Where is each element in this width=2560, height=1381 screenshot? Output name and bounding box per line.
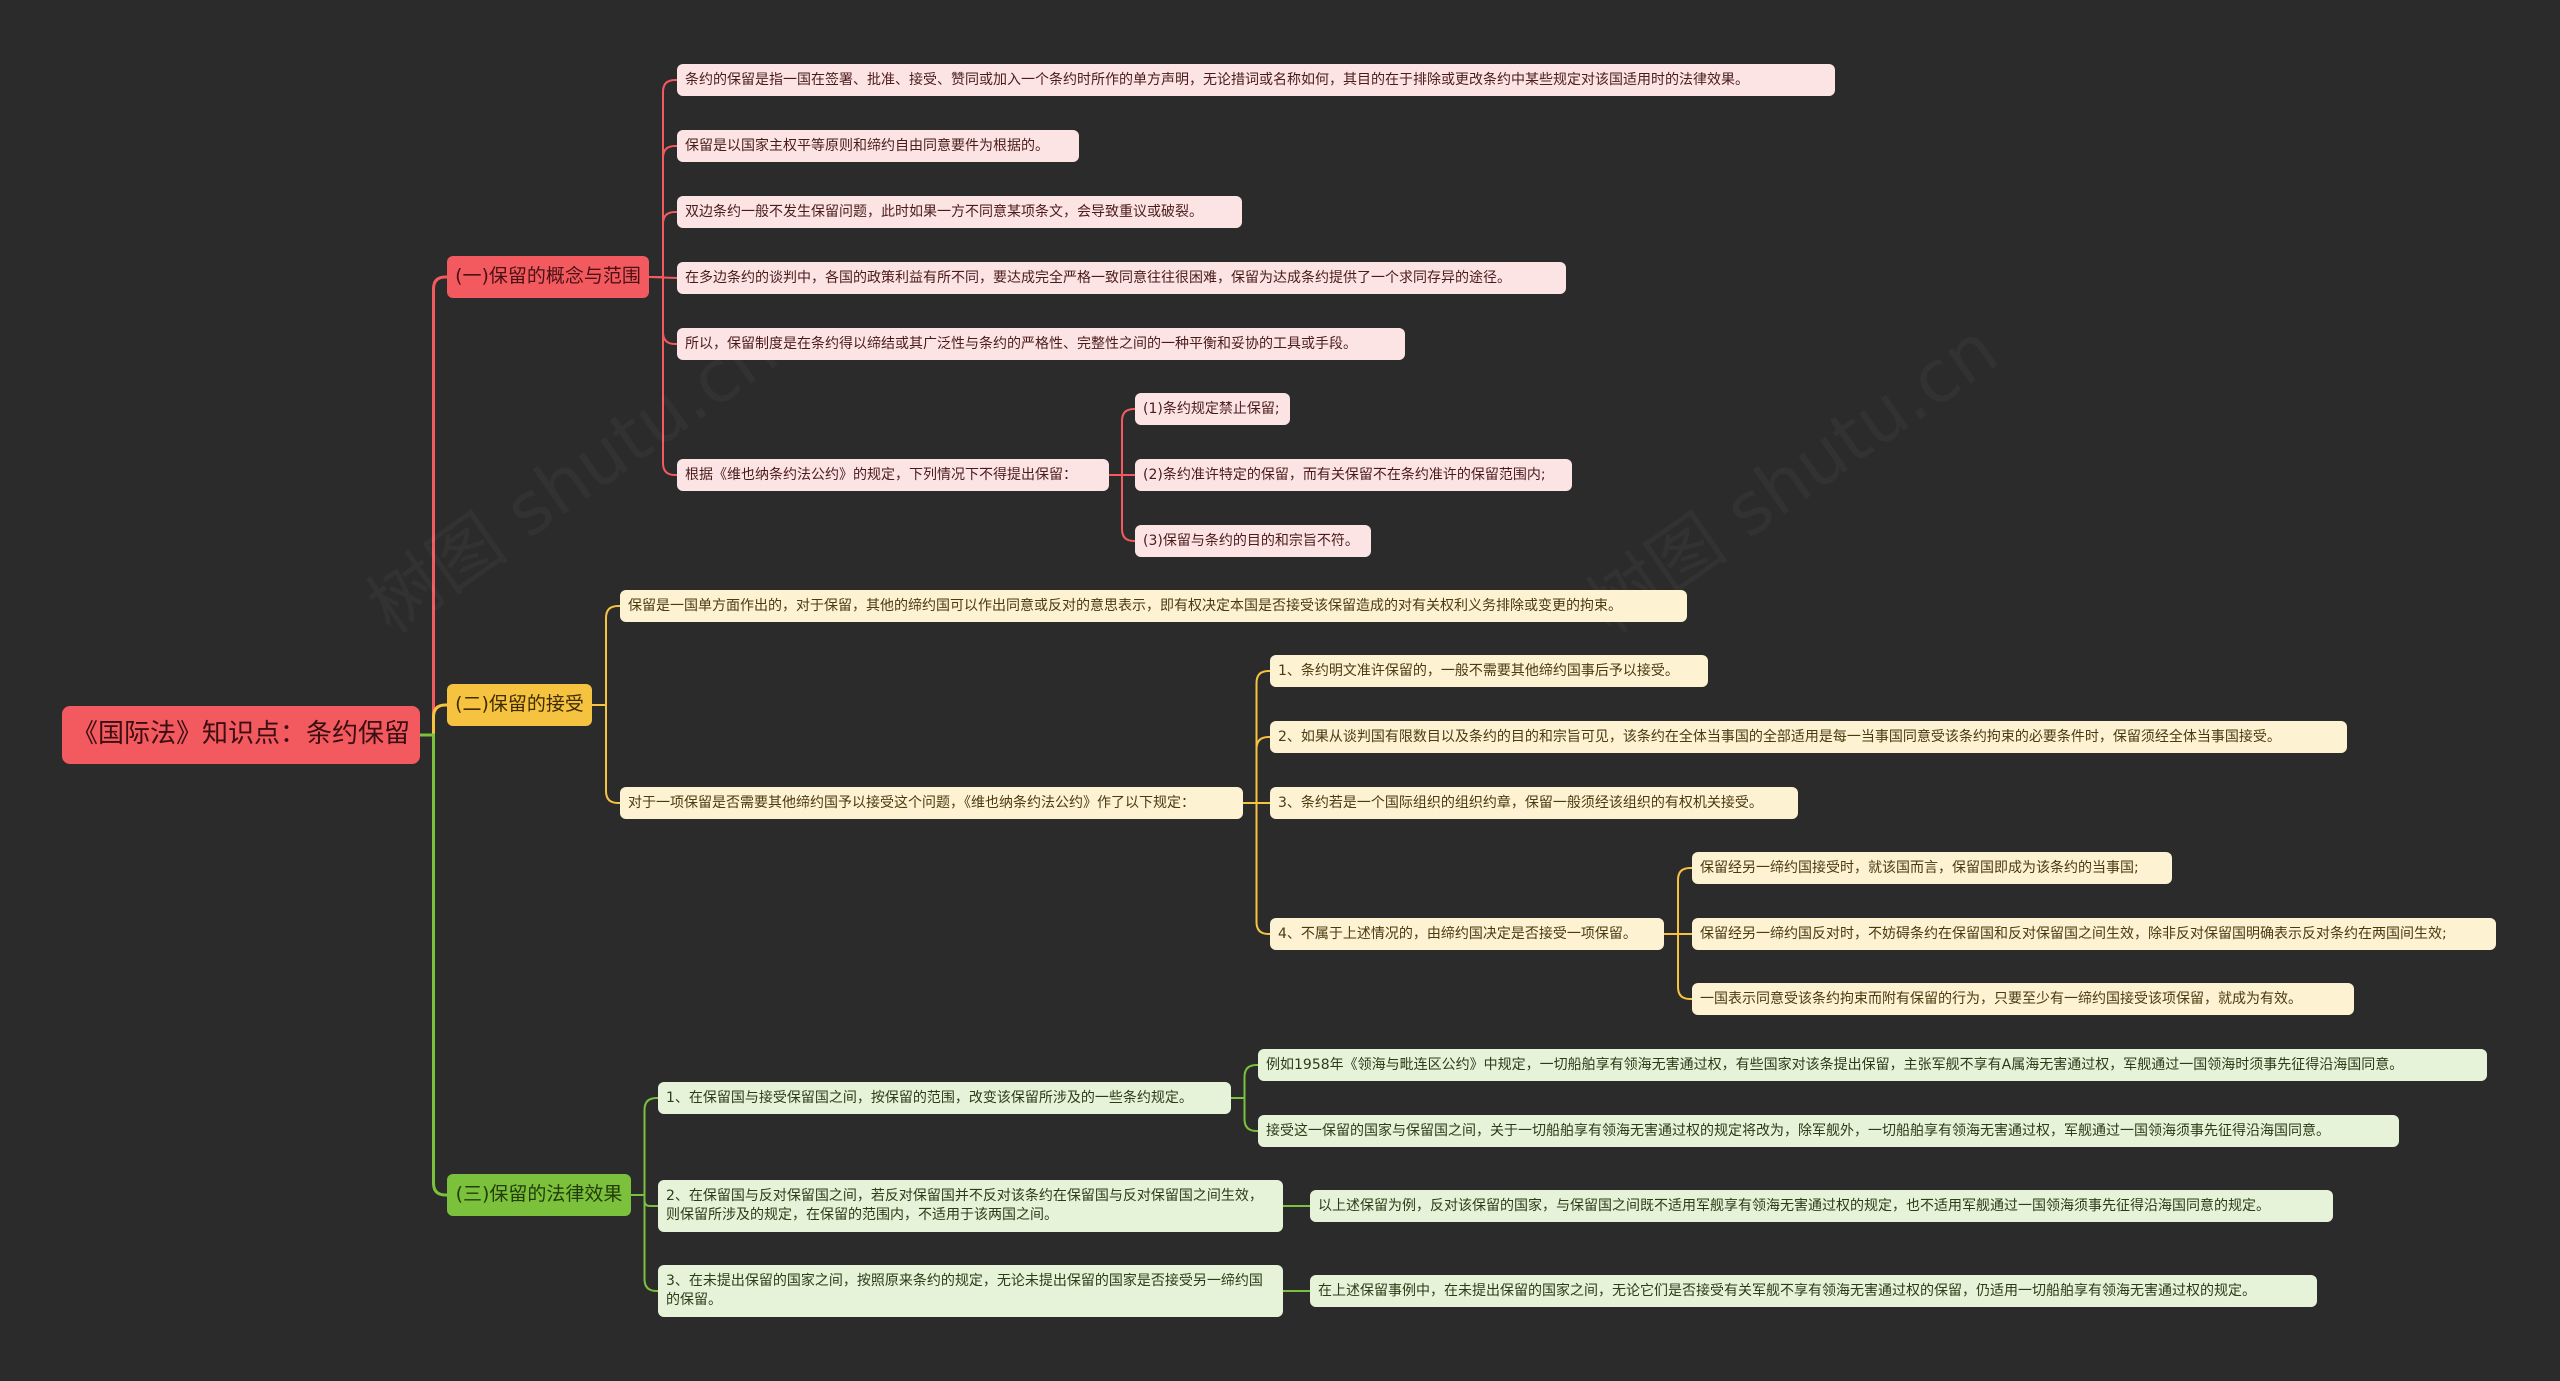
connector-line [1664,933,1692,1000]
leaf-example-non-reserving[interactable]: 在上述保留事例中，在未提出保留的国家之间，无论它们是否接受有关军舰不享有领海无害… [1310,1275,2317,1307]
connector-line [1109,474,1135,542]
connector-line [1231,1064,1258,1099]
connector-line [420,275,447,737]
leaf-effect-1[interactable]: 1、在保留国与接受保留国之间，按保留的范围，改变该保留所涉及的一些条约规定。 [658,1082,1231,1114]
connector-line [631,1097,658,1196]
leaf-balance[interactable]: 所以，保留制度是在条约得以缔结或其广泛性与条约的严格性、完整性之间的一种平衡和妥… [677,328,1405,360]
leaf-prohibition-2[interactable]: (2)条约准许特定的保留，而有关保留不在条约准许的保留范围内; [1135,459,1572,491]
leaf-unilateral[interactable]: 保留是一国单方面作出的，对于保留，其他的缔约国可以作出同意或反对的意思表示，即有… [620,590,1687,622]
leaf-multilateral[interactable]: 在多边条约的谈判中，各国的政策利益有所不同，要达成完全严格一致同意往往很困难，保… [677,262,1566,294]
leaf-rule-4a[interactable]: 保留经另一缔约国接受时，就该国而言，保留国即成为该条约的当事国; [1692,852,2172,884]
leaf-rule-3[interactable]: 3、条约若是一个国际组织的组织约章，保留一般须经该组织的有权机关接受。 [1270,787,1798,819]
connector-line [631,1194,658,1292]
connector-line [420,703,447,737]
leaf-rule-1[interactable]: 1、条约明文准许保留的，一般不需要其他缔约国事后予以接受。 [1270,655,1708,687]
leaf-effect-3[interactable]: 3、在未提出保留的国家之间，按照原来条约的规定，无论未提出保留的国家是否接受另一… [658,1265,1283,1317]
leaf-bilateral[interactable]: 双边条约一般不发生保留问题，此时如果一方不同意某项条文，会导致重议或破裂。 [677,196,1242,228]
connector-line [649,79,677,278]
leaf-definition[interactable]: 条约的保留是指一国在签署、批准、接受、赞同或加入一个条约时所作的单方声明，无论措… [677,64,1835,96]
branch-legal-effect[interactable]: (三)保留的法律效果 [447,1174,631,1216]
branch-acceptance[interactable]: (二)保留的接受 [447,684,592,726]
leaf-example-accepting[interactable]: 接受这一保留的国家与保留国之间，关于一切船舶享有领海无害通过权的规定将改为，除军… [1258,1115,2399,1147]
leaf-example-1958[interactable]: 例如1958年《领海与毗连区公约》中规定，一切船舶享有领海无害通过权，有些国家对… [1258,1049,2487,1081]
connector-line [649,145,677,278]
connector-line [1243,670,1270,804]
branch-concept-scope[interactable]: (一)保留的概念与范围 [447,256,649,298]
connector-line [1243,802,1270,935]
leaf-rule-4c[interactable]: 一国表示同意受该条约拘束而附有保留的行为，只要至少有一缔约国接受该项保留，就成为… [1692,983,2354,1015]
connector-line [649,211,677,278]
root-topic[interactable]: 《国际法》知识点：条约保留 [62,706,420,764]
connector-line [420,733,447,1197]
leaf-vienna-rules[interactable]: 对于一项保留是否需要其他缔约国予以接受这个问题，《维也纳条约法公约》作了以下规定… [620,787,1243,819]
connector-line [592,605,620,706]
leaf-example-objecting[interactable]: 以上述保留为例，反对该保留的国家，与保留国之间既不适用军舰享有领海无害通过权的规… [1310,1190,2333,1222]
leaf-basis[interactable]: 保留是以国家主权平等原则和缔约自由同意要件为根据的。 [677,130,1079,162]
leaf-rule-4[interactable]: 4、不属于上述情况的，由缔约国决定是否接受一项保留。 [1270,918,1664,950]
leaf-prohibition-3[interactable]: (3)保留与条约的目的和宗旨不符。 [1135,525,1371,557]
leaf-prohibitions[interactable]: 根据《维也纳条约法公约》的规定，下列情况下不得提出保留： [677,459,1109,491]
leaf-rule-4b[interactable]: 保留经另一缔约国反对时，不妨碍条约在保留国和反对保留国之间生效，除非反对保留国明… [1692,918,2496,950]
connector-line [1231,1097,1258,1132]
leaf-effect-2[interactable]: 2、在保留国与反对保留国之间，若反对保留国并不反对该条约在保留国与反对保留国之间… [658,1180,1283,1232]
connector-line [649,276,677,476]
connector-line [1243,736,1270,804]
leaf-rule-2[interactable]: 2、如果从谈判国有限数目以及条约的目的和宗旨可见，该条约在全体当事国的全部适用是… [1270,721,2347,753]
connector-line [1664,867,1692,935]
connector-line [592,704,620,804]
connector-line [1109,408,1135,476]
leaf-prohibition-1[interactable]: (1)条约规定禁止保留; [1135,393,1290,425]
